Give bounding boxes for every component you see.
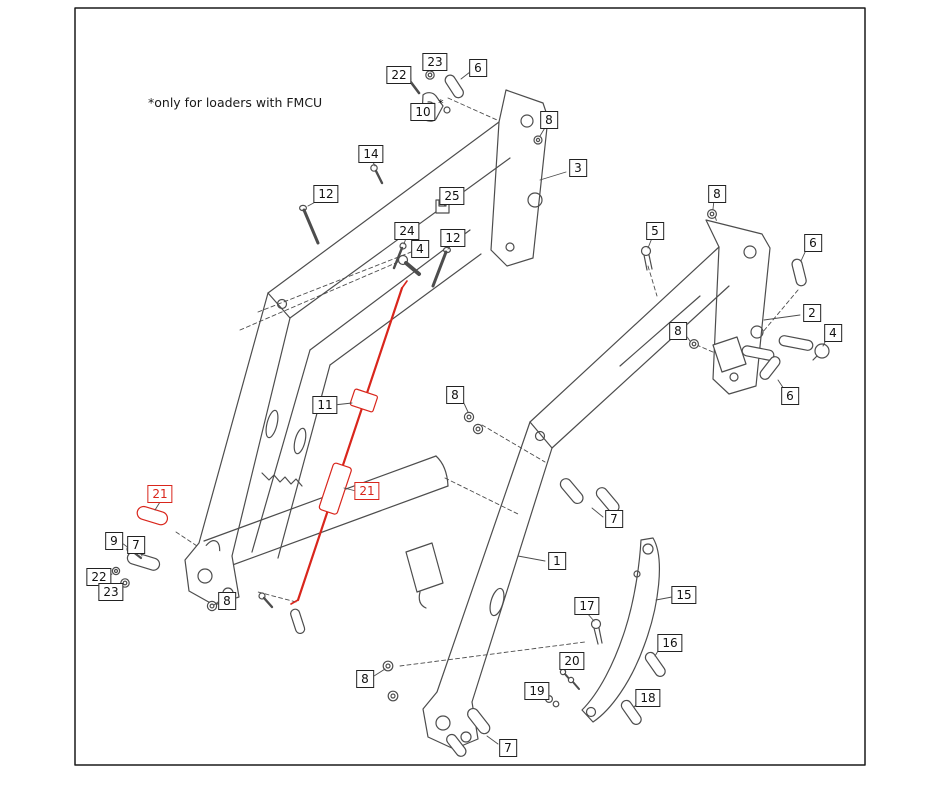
callout-10-3[interactable]: 10* [410, 97, 444, 121]
sensor-rod [296, 286, 404, 602]
callout-7-23[interactable]: 7 [605, 510, 623, 528]
callout-17-30[interactable]: 17 [574, 597, 600, 615]
callout-6-2[interactable]: 6 [469, 59, 487, 77]
callout-4-10[interactable]: 4 [411, 240, 429, 258]
callout-2-15[interactable]: 2 [803, 304, 821, 322]
callout-16-32[interactable]: 16 [657, 634, 683, 652]
callout-4-16[interactable]: 4 [824, 324, 842, 342]
callout-5-13[interactable]: 5 [646, 222, 664, 240]
callout-12-11[interactable]: 12 [440, 229, 466, 247]
callout-22-0[interactable]: 22 [386, 66, 412, 84]
sensor-upper-clamp [349, 388, 378, 413]
callout-23-1[interactable]: 23 [422, 53, 448, 71]
callout-20-33[interactable]: 20 [559, 652, 585, 670]
callout-18-35[interactable]: 18 [635, 689, 661, 707]
callout-8-36[interactable]: 8 [356, 670, 374, 688]
callout-21-21[interactable]: 21 [147, 485, 173, 503]
callout-23-28[interactable]: 23 [98, 583, 124, 601]
sensor-body [318, 462, 352, 515]
left-boom-arm [184, 89, 549, 609]
callout-11-20[interactable]: 11 [312, 396, 338, 414]
callout-24-9[interactable]: 24 [394, 222, 420, 240]
callout-12-7[interactable]: 12 [313, 185, 339, 203]
callout-1-24[interactable]: 1 [548, 552, 566, 570]
callout-8-12[interactable]: 8 [708, 185, 726, 203]
callout-21-22[interactable]: 21 [354, 482, 380, 500]
callout-7-37[interactable]: 7 [499, 739, 517, 757]
highlighted-pin [136, 505, 169, 526]
fmcu-note: *only for loaders with FMCU [148, 95, 323, 110]
footnote-asterisk: * [438, 97, 444, 110]
callout-6-14[interactable]: 6 [804, 234, 822, 252]
callout-8-4[interactable]: 8 [540, 111, 558, 129]
callout-14-6[interactable]: 14 [358, 145, 384, 163]
callout-15-31[interactable]: 15 [671, 586, 697, 604]
callout-9-25[interactable]: 9 [105, 532, 123, 550]
callout-19-34[interactable]: 19 [524, 682, 550, 700]
callout-8-29[interactable]: 8 [218, 592, 236, 610]
callout-25-8[interactable]: 25 [439, 187, 465, 205]
small-parts [111, 70, 830, 757]
callout-3-5[interactable]: 3 [569, 159, 587, 177]
callout-22-27[interactable]: 22 [86, 568, 112, 586]
callout-6-18[interactable]: 6 [781, 387, 799, 405]
callout-8-19[interactable]: 8 [446, 386, 464, 404]
callout-8-17[interactable]: 8 [669, 322, 687, 340]
callout-7-26[interactable]: 7 [127, 536, 145, 554]
highlighted-fmcu-parts [136, 280, 408, 605]
